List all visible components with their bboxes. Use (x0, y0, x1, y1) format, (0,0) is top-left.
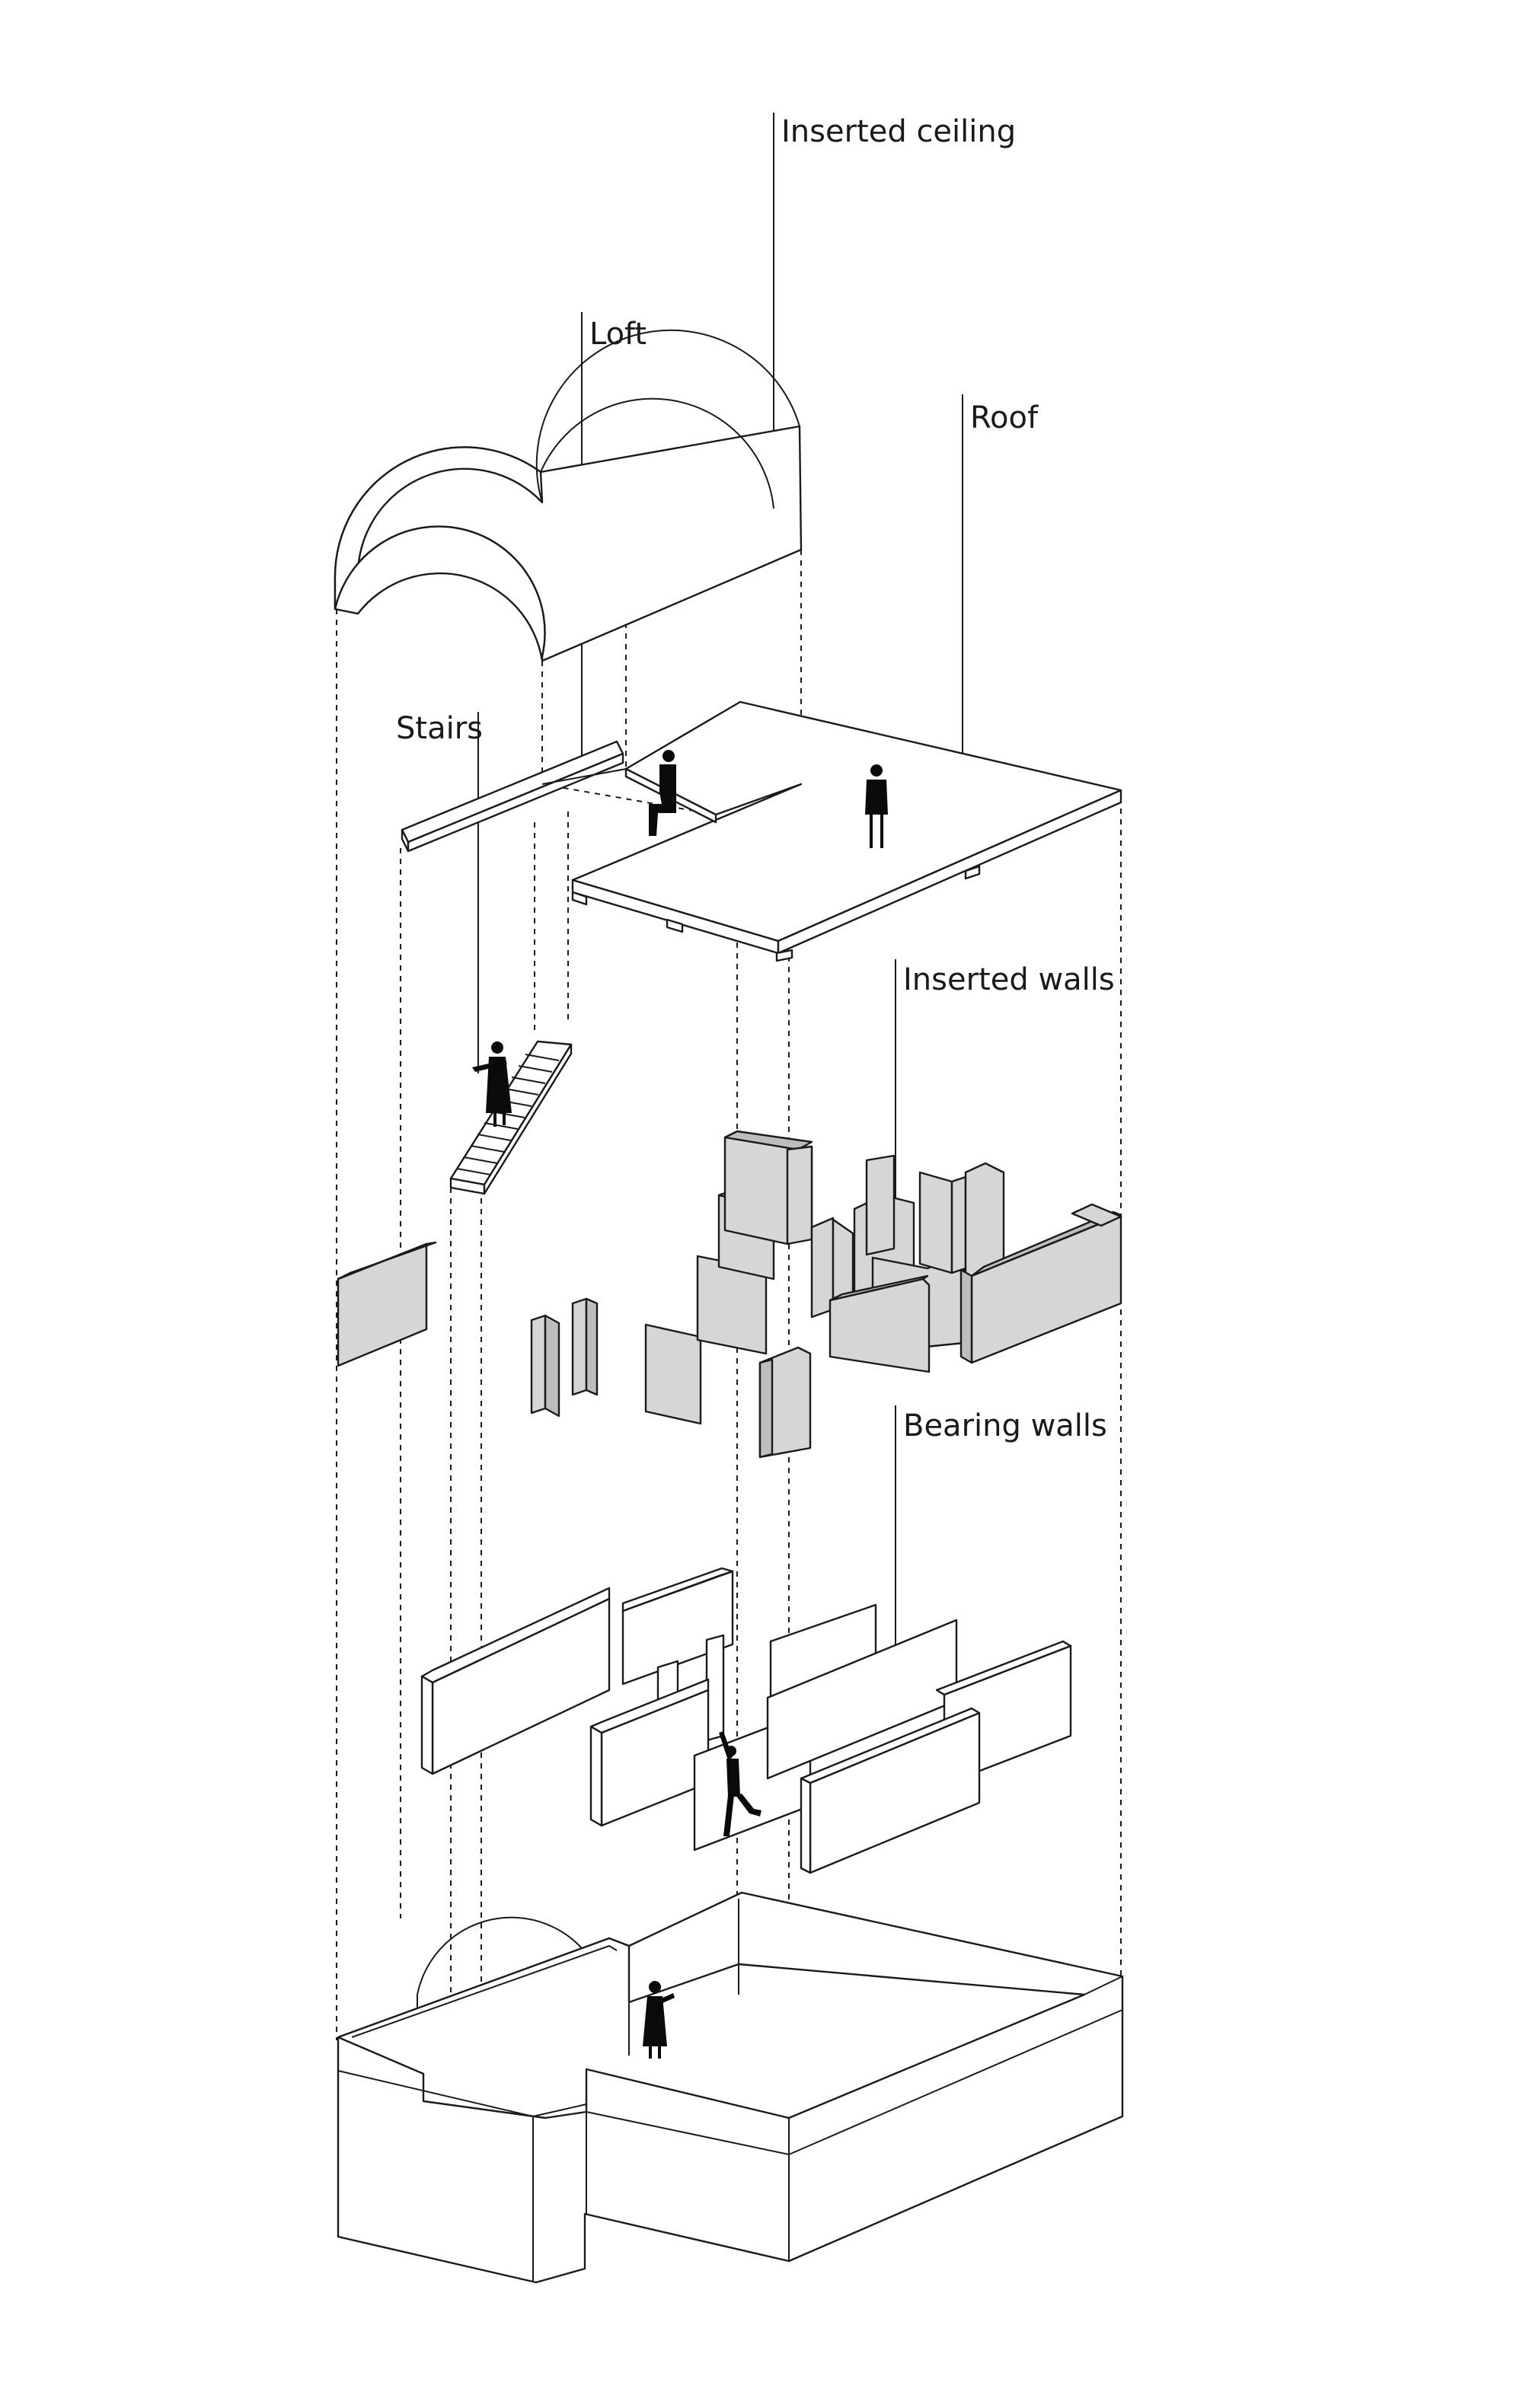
svg-text:Inserted ceiling: Inserted ceiling (781, 114, 1016, 149)
figure-bearing-walls (719, 1731, 762, 1836)
label-stairs: Stairs (396, 711, 483, 1073)
roof-and-loft (401, 700, 1122, 962)
bearing-walls (420, 1567, 1072, 1874)
label-roof: Roof (962, 394, 1039, 792)
stairs (449, 1040, 573, 1195)
svg-text:Roof: Roof (970, 400, 1039, 435)
figure-roof-standing (865, 764, 888, 848)
svg-text:Stairs: Stairs (396, 711, 483, 746)
ground-floor (337, 1891, 1124, 2284)
figure-stairs (472, 1041, 512, 1127)
inserted-walls (337, 1130, 1122, 1459)
figure-loft-sitting (649, 750, 676, 836)
label-inserted-walls: Inserted walls (895, 959, 1115, 1218)
svg-text:Inserted walls: Inserted walls (903, 962, 1115, 997)
svg-text:Bearing walls: Bearing walls (903, 1408, 1107, 1443)
label-inserted-ceiling: Inserted ceiling (773, 113, 1016, 509)
projection-lines (336, 550, 1122, 2116)
label-bearing-walls: Bearing walls (895, 1405, 1107, 1651)
inserted-ceiling-vault (334, 329, 803, 662)
figure-ground-floor (643, 1981, 675, 2059)
